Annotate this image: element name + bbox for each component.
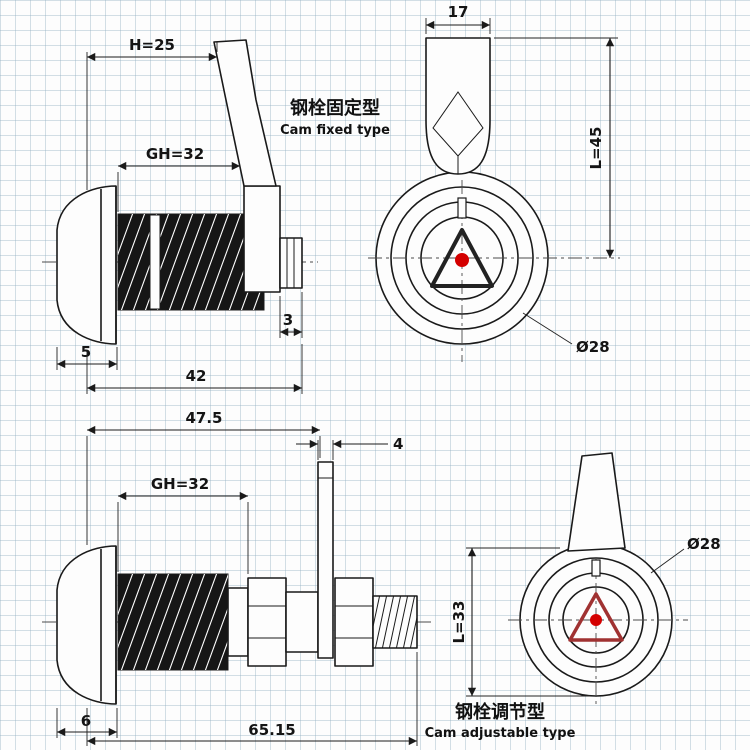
screw-stub-lines <box>286 238 295 288</box>
dim-17: 17 <box>448 3 469 21</box>
dim-6: 6 <box>81 712 91 730</box>
dim-l45: L=45 <box>587 126 605 169</box>
hex-nut-2-facets <box>335 605 373 639</box>
dim-475: 47.5 <box>185 409 222 427</box>
spacer <box>285 591 319 653</box>
cam-lever-arm <box>213 39 277 187</box>
leader-dia28 <box>522 312 573 345</box>
key-slot <box>591 559 601 577</box>
dim-l33: L=33 <box>450 600 468 643</box>
barrel-groove <box>149 214 161 310</box>
dim-dia28b: Ø28 <box>687 535 721 553</box>
view-cam-fixed-front: 17 L=45 Ø28 钢栓固定型 Cam fixed type <box>280 3 620 362</box>
dim-gh32: GH=32 <box>146 145 204 163</box>
dim-4: 4 <box>393 435 403 453</box>
hex-nut-2 <box>334 577 374 667</box>
threaded-barrel <box>117 213 265 311</box>
leader-dia28b <box>650 548 685 574</box>
cam-plate <box>317 461 334 659</box>
ext-lines-h25 <box>86 42 218 190</box>
cam-arm-front <box>567 452 626 552</box>
flange-head <box>56 545 117 705</box>
key-slot <box>457 197 467 219</box>
key-center-dot <box>590 614 602 626</box>
label-cam-fixed-cn: 钢栓固定型 <box>290 97 380 119</box>
view-cam-adjustable-side: 47.5 4 GH=32 6 65.15 <box>42 409 432 746</box>
label-cam-adjustable-en: Cam adjustable type <box>425 726 576 741</box>
view-cam-fixed-side: H=25 GH=32 3 5 42 <box>42 36 318 394</box>
key-triangle <box>568 592 624 642</box>
ext-lines-l33 <box>466 547 590 697</box>
cam-arm-front <box>425 37 491 175</box>
key-center-dot <box>455 253 469 267</box>
dim-3: 3 <box>283 311 293 329</box>
dim-dia28: Ø28 <box>576 338 610 356</box>
dim-h25: H=25 <box>129 36 175 54</box>
ext-lines-gh32b <box>117 502 249 574</box>
cam-hub <box>243 185 281 293</box>
ext-lines-475 <box>86 436 321 545</box>
dim-6515: 65.15 <box>248 721 295 739</box>
cam-arm-fold-lines <box>432 91 484 174</box>
stud-thread-hatching <box>373 596 417 648</box>
dim-gh32b: GH=32 <box>151 475 209 493</box>
dim-42: 42 <box>186 367 207 385</box>
label-cam-adjustable-cn: 钢栓调节型 <box>455 701 545 723</box>
label-cam-fixed-en: Cam fixed type <box>280 123 390 138</box>
hex-nut-1 <box>247 577 287 667</box>
thread-hatching <box>118 574 228 670</box>
screw-stub <box>279 237 303 289</box>
key-triangle <box>430 228 494 288</box>
collar <box>227 587 249 657</box>
dim-5: 5 <box>81 343 91 361</box>
view-cam-adjustable-front: L=33 Ø28 钢栓调节型 Cam adjustable type <box>425 452 721 741</box>
flange-head <box>56 185 117 345</box>
hex-nut-1-facets <box>248 605 286 639</box>
threaded-barrel <box>117 573 229 671</box>
